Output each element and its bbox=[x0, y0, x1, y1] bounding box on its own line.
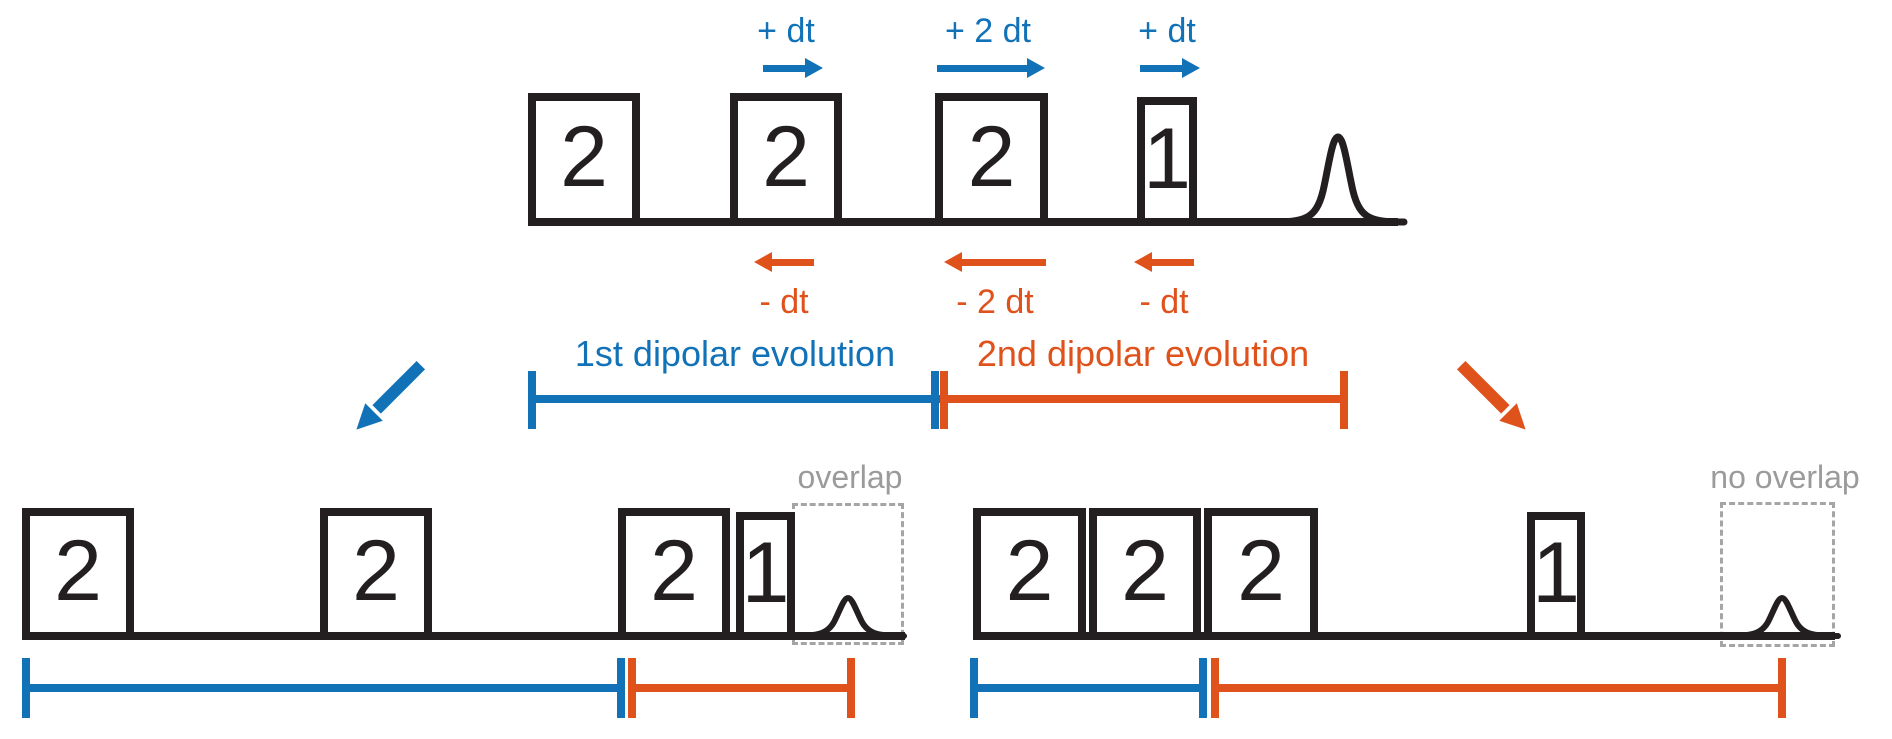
pulse-label: 2 bbox=[650, 523, 698, 619]
pulse-label: 2 bbox=[54, 523, 102, 619]
bracket-tick bbox=[1778, 658, 1786, 718]
first-dipolar-evolution-label: 1st dipolar evolution bbox=[574, 333, 896, 374]
pulse-box: 2 bbox=[973, 508, 1086, 640]
bracket-tick bbox=[1340, 371, 1348, 429]
forward-shift-label: + dt bbox=[757, 12, 815, 50]
backward-shift-label: - dt bbox=[1139, 283, 1189, 321]
pulse-label: 2 bbox=[1005, 523, 1054, 619]
bracket-line bbox=[25, 684, 622, 692]
bracket-tick bbox=[931, 371, 939, 429]
pulse-box: 2 bbox=[935, 93, 1048, 226]
bracket-tick bbox=[617, 658, 625, 718]
timeline bbox=[22, 632, 905, 640]
shift-left-arrow-icon bbox=[944, 252, 1046, 272]
pulse-box: 2 bbox=[528, 93, 640, 226]
no-overlap-label: no overlap bbox=[1710, 459, 1860, 495]
backward-shift-label: - 2 dt bbox=[956, 283, 1034, 321]
pulse-box: 1 bbox=[1527, 512, 1585, 640]
pulse-box: 2 bbox=[320, 508, 432, 640]
timeline bbox=[973, 632, 1835, 640]
shift-left-arrow-icon bbox=[1134, 252, 1194, 272]
pulse-box: 1 bbox=[1137, 97, 1197, 226]
pulse-box: 2 bbox=[1204, 508, 1318, 640]
shift-right-arrow-icon bbox=[1140, 58, 1200, 78]
branch-left-arrow-icon bbox=[356, 360, 426, 430]
echo-signal bbox=[1268, 133, 1408, 226]
pulse-label: 2 bbox=[967, 108, 1016, 205]
overlap-label: overlap bbox=[797, 459, 903, 495]
shift-right-arrow-icon bbox=[937, 58, 1045, 78]
pulse-label: 2 bbox=[352, 523, 400, 619]
bracket-line bbox=[1211, 684, 1782, 692]
pulse-label: 2 bbox=[762, 108, 810, 205]
shift-right-arrow-icon bbox=[763, 58, 823, 78]
branch-right-arrow-icon bbox=[1456, 360, 1526, 430]
pulse-box: 2 bbox=[22, 508, 134, 640]
echo-signal bbox=[1723, 594, 1841, 639]
pulse-label: 1 bbox=[1532, 525, 1580, 621]
echo-signal bbox=[789, 594, 907, 639]
forward-shift-label: + 2 dt bbox=[944, 12, 1031, 50]
pulse-box: 2 bbox=[730, 93, 842, 226]
pulse-label: 1 bbox=[1143, 110, 1191, 207]
pulse-label: 2 bbox=[1121, 523, 1169, 619]
bracket-tick bbox=[847, 658, 855, 718]
pulse-label: 2 bbox=[560, 108, 608, 205]
bracket-line bbox=[628, 684, 852, 692]
forward-shift-label: + dt bbox=[1138, 12, 1196, 50]
pulse-box: 2 bbox=[618, 508, 730, 640]
bracket-tick bbox=[1199, 658, 1207, 718]
pulse-box: 1 bbox=[736, 512, 795, 640]
bracket-line bbox=[940, 395, 1348, 403]
bracket-line bbox=[532, 395, 941, 403]
second-dipolar-evolution-label: 2nd dipolar evolution bbox=[976, 333, 1310, 374]
pulse-box: 2 bbox=[1089, 508, 1201, 640]
pulse-label: 1 bbox=[741, 525, 790, 621]
shift-left-arrow-icon bbox=[754, 252, 814, 272]
pulse-label: 2 bbox=[1237, 523, 1285, 619]
overlap-region-box bbox=[1720, 502, 1835, 647]
backward-shift-label: - dt bbox=[759, 283, 809, 321]
bracket-line bbox=[974, 684, 1207, 692]
